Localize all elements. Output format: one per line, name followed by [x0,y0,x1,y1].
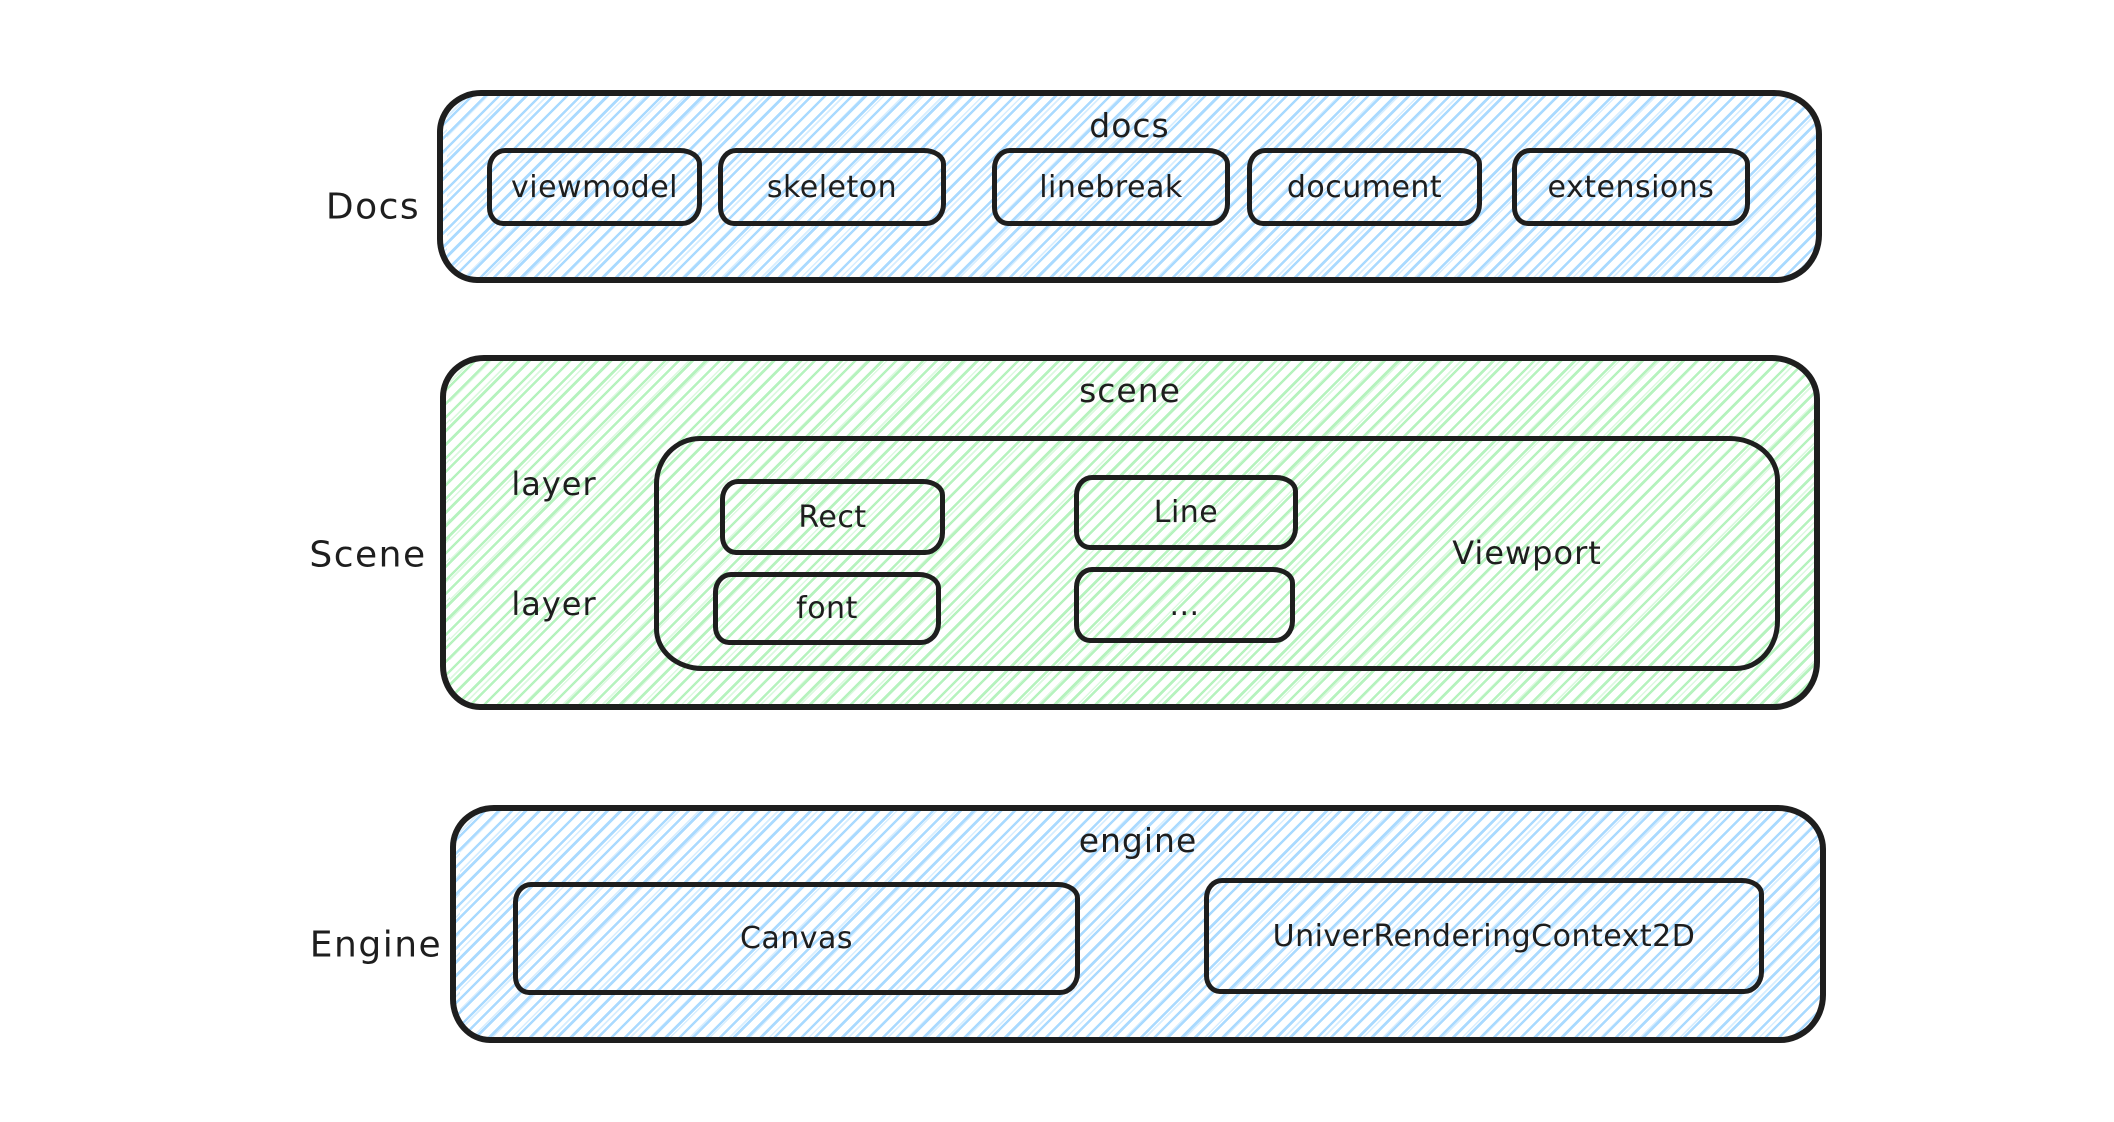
scene-box-rect: Rect [720,479,945,555]
scene-container: scene layer layer Rect Line font ... Vie… [440,355,1820,710]
docs-box-extensions: extensions [1512,148,1750,226]
docs-box-skeleton: skeleton [718,148,946,226]
engine-box-canvas: Canvas [513,882,1080,995]
docs-box-linebreak: linebreak [992,148,1230,226]
docs-box-viewmodel: viewmodel [487,148,702,226]
docs-container: docs viewmodel skeleton linebreak docume… [437,90,1822,283]
engine-box-univer-rendering-context: UniverRenderingContext2D [1204,878,1764,994]
scene-box-ellipsis: ... [1074,567,1295,643]
docs-title: docs [1089,106,1170,145]
scene-box-font: font [713,572,941,645]
scene-title: scene [1079,371,1181,410]
scene-layer-container: Rect Line font ... Viewport [654,436,1780,671]
scene-viewport-label: Viewport [1452,534,1602,572]
scene-layer-label-1: layer [511,465,597,503]
engine-side-label: Engine [309,924,443,966]
engine-title: engine [1078,821,1198,860]
scene-layer-label-2: layer [511,585,597,623]
scene-box-line: Line [1074,475,1298,550]
engine-container: engine Canvas UniverRenderingContext2D [450,805,1826,1043]
scene-side-label: Scene [309,534,427,576]
docs-side-label: Docs [325,186,421,228]
docs-box-document: document [1247,148,1482,226]
